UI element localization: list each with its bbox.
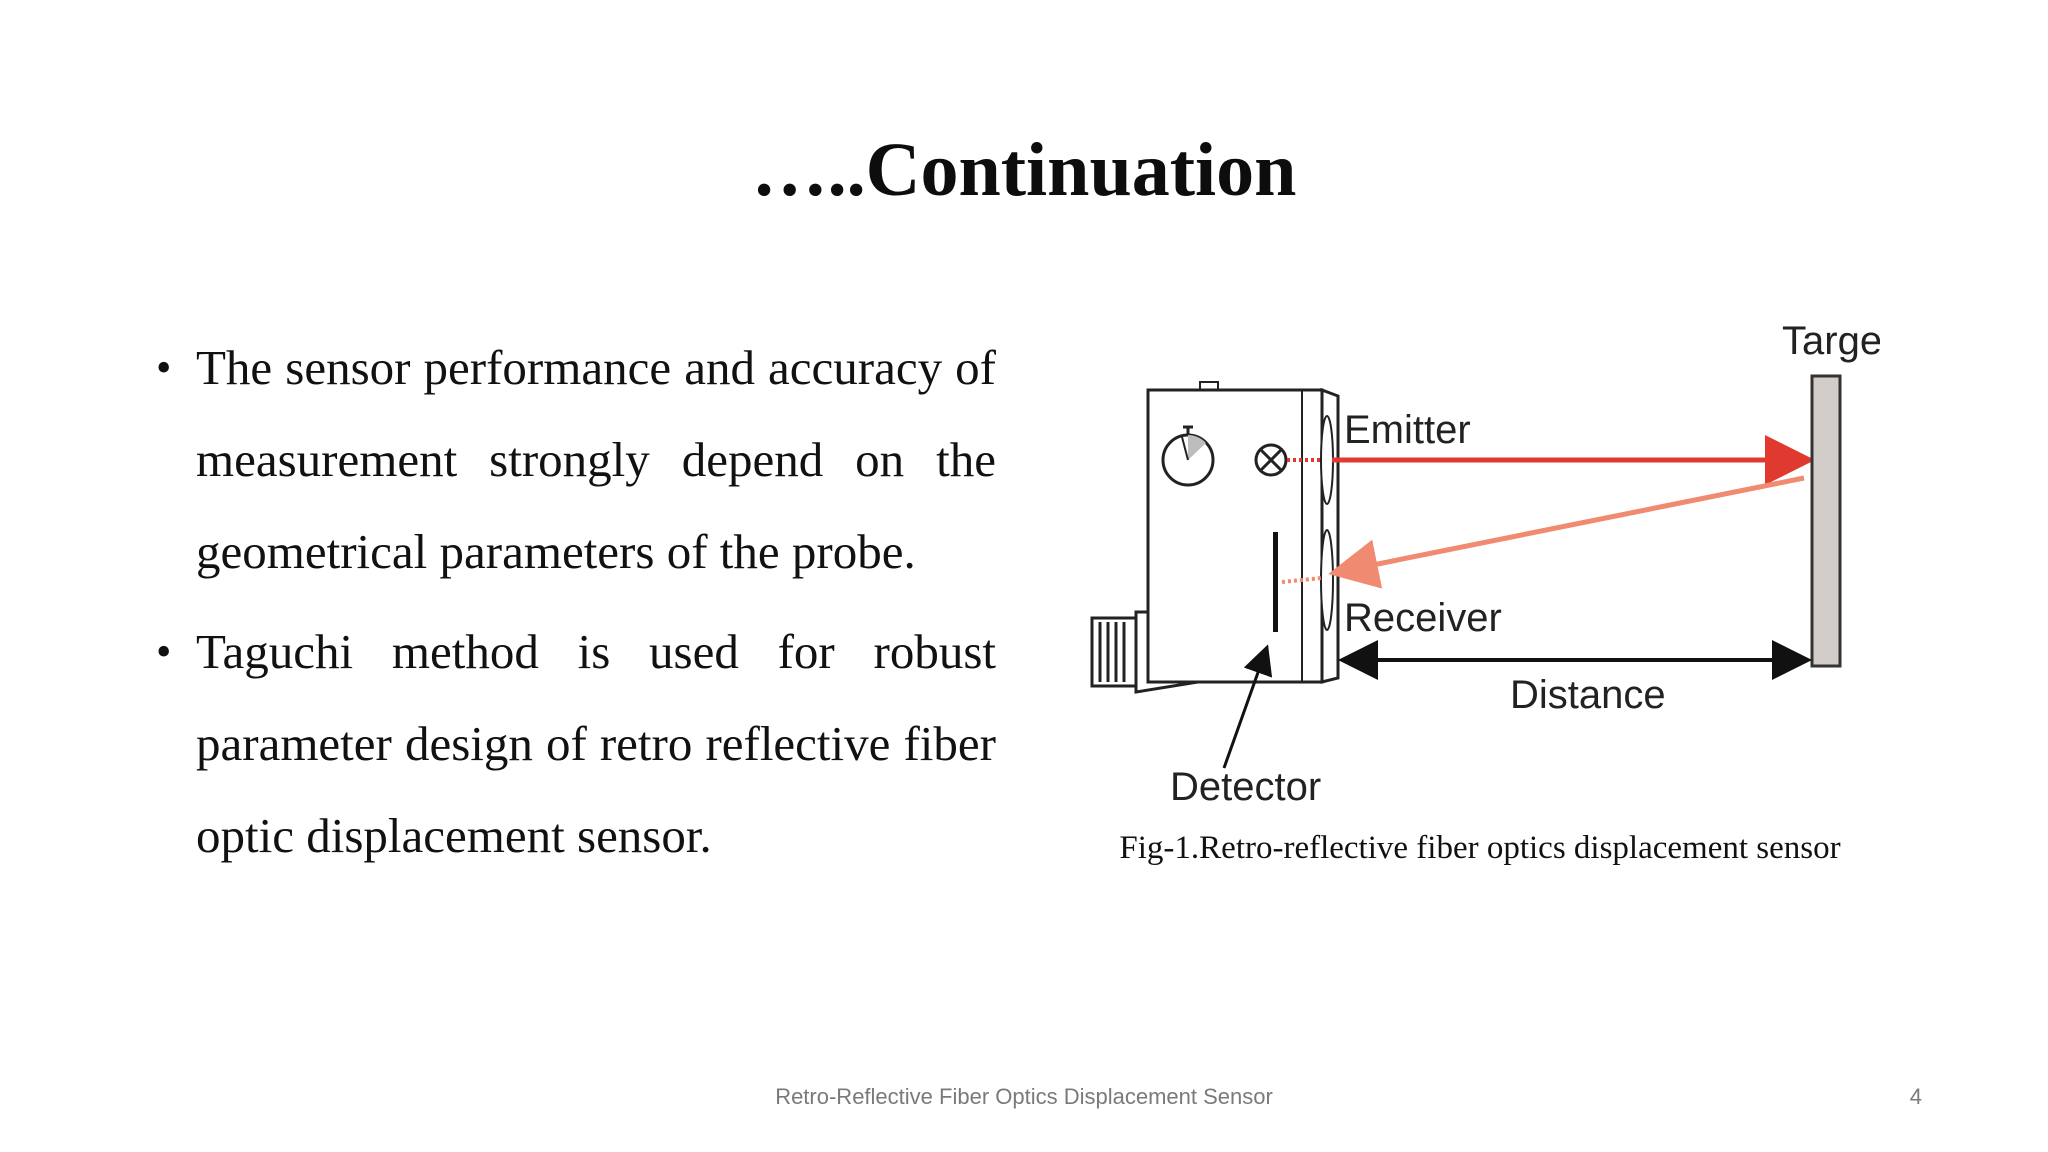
receiver-lens xyxy=(1320,529,1334,631)
bullet-item: • Taguchi method is used for robust para… xyxy=(150,606,996,882)
timer-dial-icon xyxy=(1161,425,1215,487)
receiver-label: Receiver xyxy=(1344,596,1502,640)
detector-pointer xyxy=(1222,644,1273,769)
sensor-diagram: Target Emitter Receiver Distance Detecto… xyxy=(1060,300,1880,820)
bullet-item: • The sensor performance and accuracy of… xyxy=(150,322,996,598)
bullet-list: • The sensor performance and accuracy of… xyxy=(150,322,996,890)
figure-caption: Fig-1.Retro-reflective fiber optics disp… xyxy=(1119,830,1841,866)
emitter-lens xyxy=(1320,415,1334,505)
reflected-beam xyxy=(1328,475,1805,589)
emitter-x-icon xyxy=(1254,443,1288,477)
distance-label: Distance xyxy=(1510,673,1666,717)
bullet-text: Taguchi method is used for robust parame… xyxy=(196,624,996,863)
page-number: 4 xyxy=(1909,1084,1922,1109)
bullet-marker: • xyxy=(156,343,172,392)
bullet-marker: • xyxy=(156,627,172,676)
emitter-label: Emitter xyxy=(1344,408,1471,452)
slide-title: …..Continuation xyxy=(751,128,1297,212)
target-label: Target xyxy=(1782,319,1880,363)
sensor-diagram-svg: Target Emitter Receiver Distance Detecto… xyxy=(1090,319,1880,809)
reflected-beam-inner xyxy=(1281,576,1323,584)
target-plate xyxy=(1810,374,1842,668)
detector-element xyxy=(1273,532,1278,632)
detector-label: Detector xyxy=(1170,765,1321,809)
bullet-text: The sensor performance and accuracy of m… xyxy=(196,340,996,579)
sensor-housing xyxy=(1146,381,1340,684)
footer-title: Retro-Reflective Fiber Optics Displaceme… xyxy=(775,1084,1273,1109)
